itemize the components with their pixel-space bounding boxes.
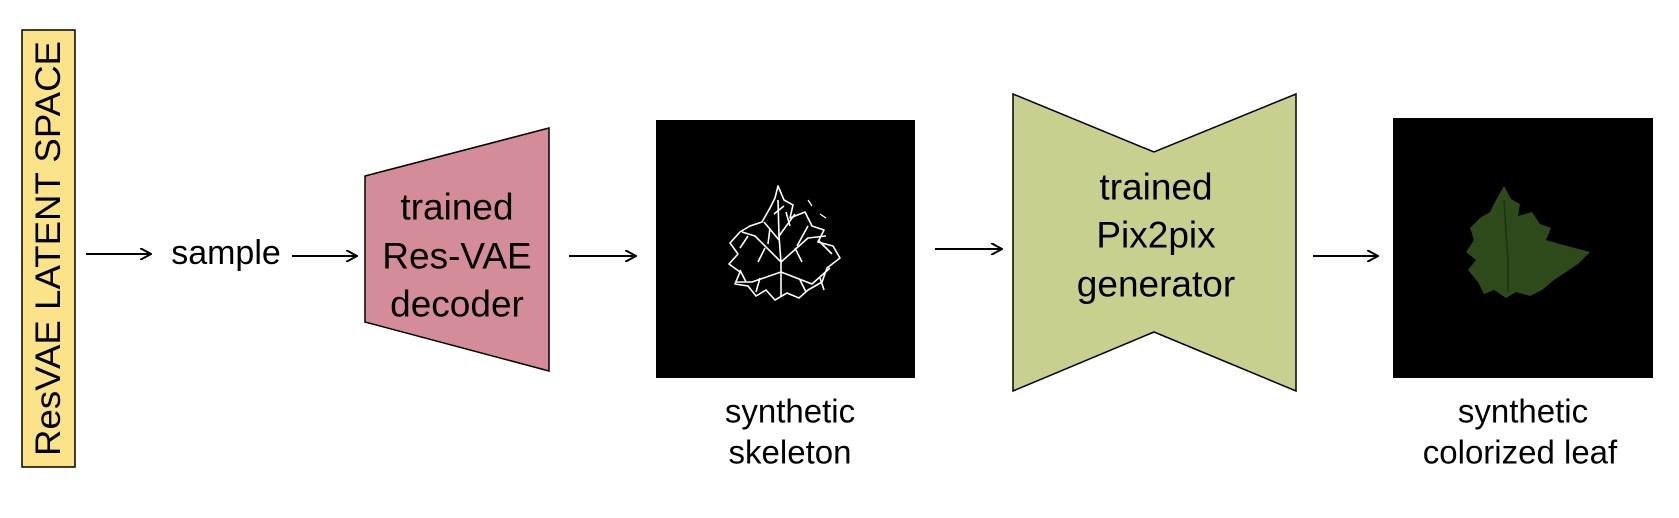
sample-label: sample: [171, 234, 281, 272]
latent-space-rect: [21, 29, 76, 468]
generator-line-3: generator: [1077, 264, 1235, 305]
skeleton-image: [656, 120, 915, 378]
skeleton-caption-line-1: synthetic: [725, 393, 855, 430]
leaf-caption-line-1: synthetic: [1458, 393, 1588, 430]
decoder-line-1: trained: [400, 187, 513, 228]
colorized-leaf-image: [1393, 118, 1653, 378]
colorized-leaf-shape: [1466, 186, 1590, 298]
decoder-shape: [364, 127, 550, 372]
skeleton-leaf-veins: [728, 185, 841, 301]
leaf-caption-line-2: colorized leaf: [1423, 434, 1618, 471]
colorized-leaf-midrib: [1503, 199, 1509, 292]
decoder-line-3: decoder: [390, 284, 524, 325]
generator-line-1: trained: [1099, 167, 1212, 208]
generator-block: trained Pix2pix generator: [1012, 92, 1297, 393]
skeleton-image-bg: [656, 120, 915, 378]
generator-shape: [1012, 92, 1297, 393]
decoder-block: trained Res-VAE decoder: [364, 127, 550, 372]
latent-space-label: ResVAE LATENT SPACE: [29, 41, 68, 456]
decoder-line-2: Res-VAE: [382, 236, 531, 277]
skeleton-caption-line-2: skeleton: [729, 434, 852, 471]
generator-line-2: Pix2pix: [1096, 215, 1216, 256]
latent-space-box: ResVAE LATENT SPACE: [21, 29, 76, 468]
